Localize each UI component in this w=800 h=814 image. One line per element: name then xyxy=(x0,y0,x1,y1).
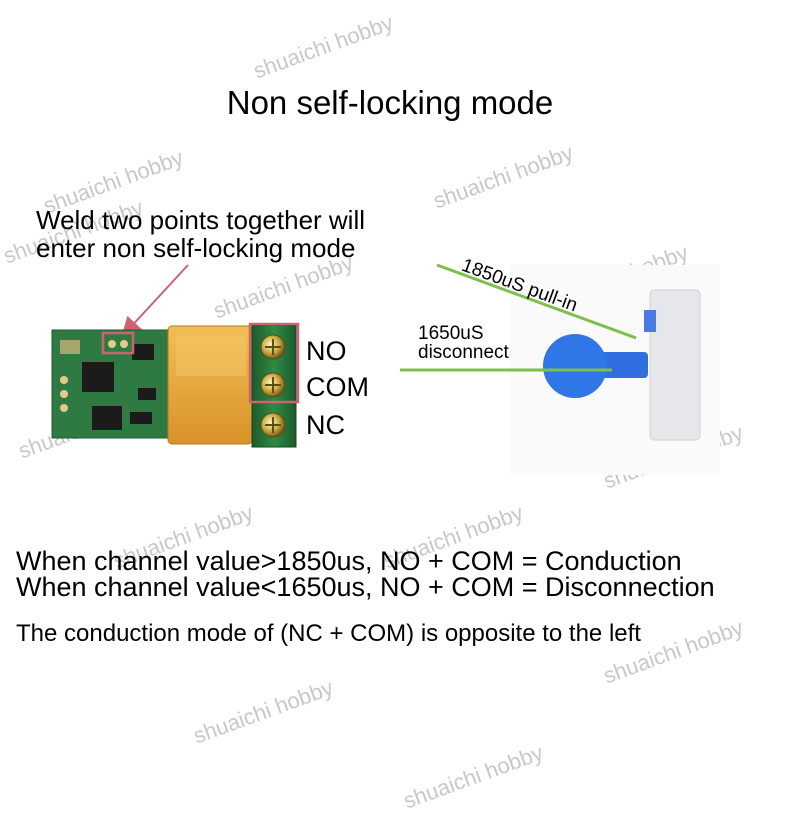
weld-arrow xyxy=(121,264,189,338)
weld-pads-highlight xyxy=(101,331,135,355)
no-com-highlight xyxy=(248,322,300,404)
relay xyxy=(167,325,253,445)
terminal-label-com: COM xyxy=(306,372,369,402)
rule-conduction: When channel value>1850us, NO + COM = Co… xyxy=(16,546,682,576)
terminal-label-nc: NC xyxy=(306,410,345,440)
terminal-label-no: NO xyxy=(306,336,347,366)
pull-in-line xyxy=(436,263,637,340)
disconnect-text: disconnect xyxy=(418,342,509,363)
weld-note-line1: Weld two points together will xyxy=(36,205,366,235)
weld-note: Weld two points together will enter non … xyxy=(36,206,365,262)
nc-com-note: The conduction mode of (NC + COM) is opp… xyxy=(16,620,641,647)
pcb-board xyxy=(51,329,173,439)
terminal-block xyxy=(251,324,297,448)
weld-note-line2: enter non self-locking mode xyxy=(36,233,356,263)
disconnect-value: 1650uS xyxy=(418,323,484,344)
page-title: Non self-locking mode xyxy=(226,84,554,121)
disconnect-label: 1650uS disconnect xyxy=(418,324,509,362)
rule-disconnection: When channel value<1650us, NO + COM = Di… xyxy=(16,572,715,602)
